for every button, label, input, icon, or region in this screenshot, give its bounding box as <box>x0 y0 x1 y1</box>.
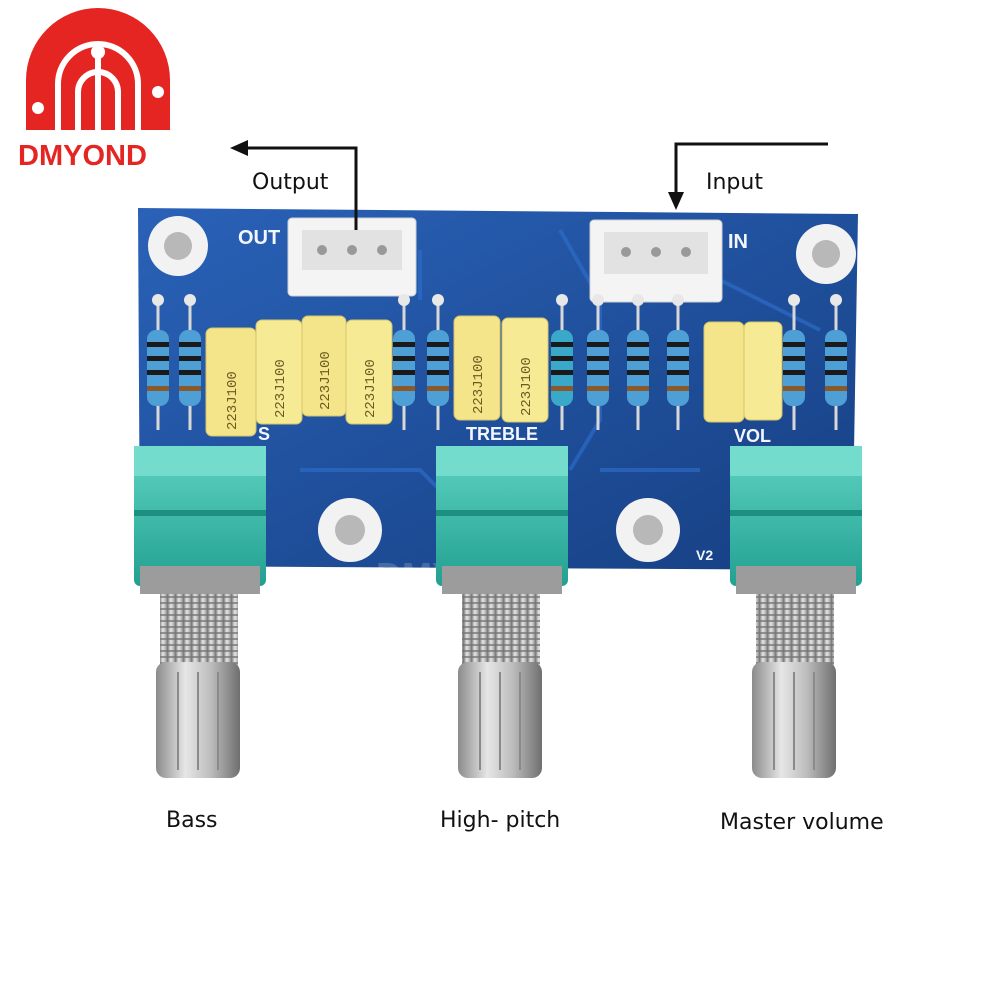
silk-out-label: OUT <box>238 227 280 249</box>
resistor <box>427 294 449 430</box>
silk-vol-label: VOL <box>734 426 771 446</box>
capacitor-code: 223J100 <box>273 359 289 418</box>
silk-treble-label: TREBLE <box>466 424 538 444</box>
resistor <box>825 294 847 430</box>
mounting-hole <box>796 224 856 284</box>
resistor <box>551 294 573 430</box>
volume-potentiometer <box>730 446 862 778</box>
resistor <box>587 294 609 430</box>
resistor <box>783 294 805 430</box>
capacitor <box>703 321 745 423</box>
bass-potentiometer <box>134 446 266 778</box>
input-arrow <box>668 142 828 210</box>
output-arrow <box>230 140 358 230</box>
capacitor-code: 223J100 <box>225 371 241 430</box>
silk-bass-fragment: S <box>258 424 270 444</box>
silk-in-label: IN <box>728 231 748 253</box>
input-label: Input <box>706 170 763 195</box>
silk-version-label: V2 <box>696 547 713 563</box>
brand-logo: DMYOND <box>18 8 170 172</box>
mounting-hole <box>616 498 680 562</box>
output-connector <box>287 217 417 297</box>
capacitor: 223J100 <box>453 315 501 421</box>
mounting-hole <box>148 216 208 276</box>
output-label: Output <box>252 170 329 195</box>
resistor <box>147 294 169 430</box>
capacitor: 223J100 <box>205 327 257 437</box>
resistor <box>627 294 649 430</box>
capacitor-code: 223J100 <box>519 357 535 416</box>
mounting-hole <box>318 498 382 562</box>
volume-caption: Master volume <box>720 810 884 835</box>
capacitor: 223J100 <box>345 319 393 425</box>
resistor <box>179 294 201 430</box>
resistor-group <box>147 294 847 430</box>
capacitor: 223J100 <box>501 317 549 423</box>
capacitor-code: 223J100 <box>318 351 334 410</box>
input-connector <box>589 219 723 303</box>
capacitor-code: 223J100 <box>363 359 379 418</box>
capacitor: 223J100 <box>301 315 347 417</box>
resistor <box>393 294 415 430</box>
resistor <box>667 294 689 430</box>
treble-caption: High- pitch <box>440 808 561 833</box>
capacitor: 223J100 <box>255 319 303 425</box>
bass-caption: Bass <box>166 808 218 833</box>
treble-potentiometer <box>436 446 568 778</box>
capacitor-code: 223J100 <box>471 355 487 414</box>
capacitor <box>743 321 783 421</box>
brand-name: DMYOND <box>18 140 147 172</box>
